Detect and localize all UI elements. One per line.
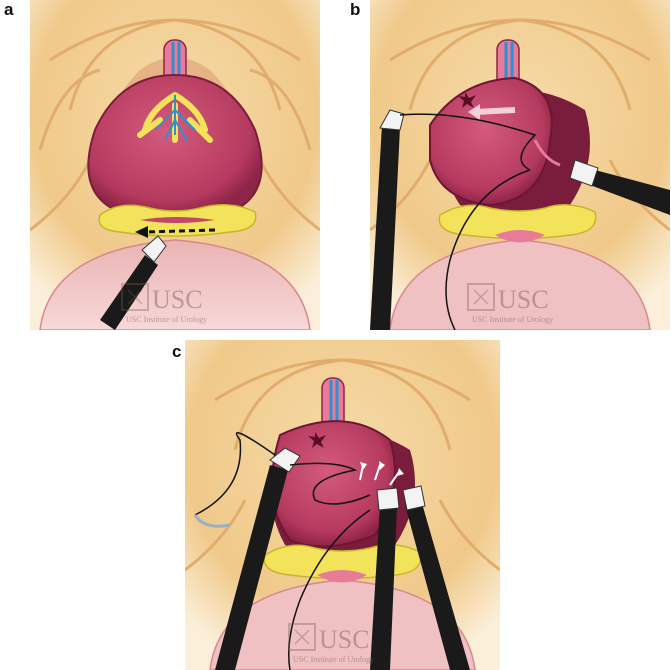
panel-c-illustration: USC USC Institute of Urology	[185, 340, 500, 670]
dissection-direction-arrow	[144, 228, 216, 234]
left-robotic-instrument	[370, 125, 400, 330]
traction-arrow	[474, 107, 516, 115]
tissue-fold	[249, 68, 312, 151]
trigone	[533, 139, 561, 167]
scissors-tip	[141, 235, 167, 263]
panel-a-illustration: USC USC Institute of Urology	[30, 0, 320, 330]
right-robotic-instrument	[590, 170, 670, 215]
endopelvic-fat	[438, 204, 597, 240]
urethral-stump	[495, 230, 545, 243]
tissue-fold	[30, 159, 92, 232]
watermark-subtitle: USC Institute of Urology	[293, 655, 374, 664]
panel-c: USC USC Institute of Urology	[185, 340, 500, 670]
watermark-title: USC	[498, 285, 549, 314]
surgical-needle	[193, 514, 231, 528]
panel-b-label: b	[350, 0, 361, 19]
arrow-head	[397, 468, 404, 476]
suture	[399, 113, 537, 171]
middle-needle-driver-tip	[376, 487, 400, 511]
panel-b-illustration: USC USC Institute of Urology	[370, 0, 670, 330]
tissue-fold	[233, 358, 452, 451]
tissue-fold	[38, 68, 101, 151]
bladder-vessels	[154, 95, 196, 143]
right-robotic-instrument	[405, 500, 470, 670]
watermark-subtitle: USC Institute of Urology	[472, 315, 553, 324]
suture-tail	[445, 169, 531, 330]
left-robotic-instrument	[215, 465, 288, 670]
tissue-fold	[408, 18, 632, 111]
middle-robotic-instrument	[370, 505, 397, 670]
stitch-mark	[308, 432, 326, 448]
arrow-head	[135, 226, 148, 238]
panel-b: USC USC Institute of Urology	[370, 0, 670, 330]
stitch-mark	[458, 92, 476, 108]
robotic-instrument	[100, 255, 158, 330]
urethral-stump	[317, 570, 367, 583]
tissue-fold	[185, 499, 247, 572]
tissue-fold	[68, 18, 282, 111]
panel-a-label: a	[4, 0, 14, 19]
tissue-fold	[258, 159, 320, 232]
arrow-head	[360, 462, 367, 470]
incision-site	[140, 217, 215, 223]
panel-c-label: c	[172, 342, 182, 361]
panel-a: USC USC Institute of Urology	[30, 0, 320, 330]
watermark-title: USC	[319, 625, 370, 654]
usc-watermark	[288, 623, 316, 651]
tissue-fold	[438, 499, 500, 572]
watermark-subtitle: USC Institute of Urology	[126, 315, 207, 324]
suture	[194, 432, 276, 516]
right-grasper-tip	[402, 485, 426, 511]
left-grasper-tip	[269, 447, 301, 473]
bladder	[271, 420, 396, 548]
right-needle-driver-tip	[569, 159, 599, 187]
suture-running	[289, 462, 371, 505]
usc-watermark	[467, 283, 495, 311]
arrow-head	[379, 461, 385, 470]
traction-arrow-head	[468, 104, 480, 120]
suture-tail	[288, 509, 371, 670]
usc-watermark	[121, 283, 149, 311]
watermark-title: USC	[152, 285, 203, 314]
prostate	[39, 239, 311, 330]
